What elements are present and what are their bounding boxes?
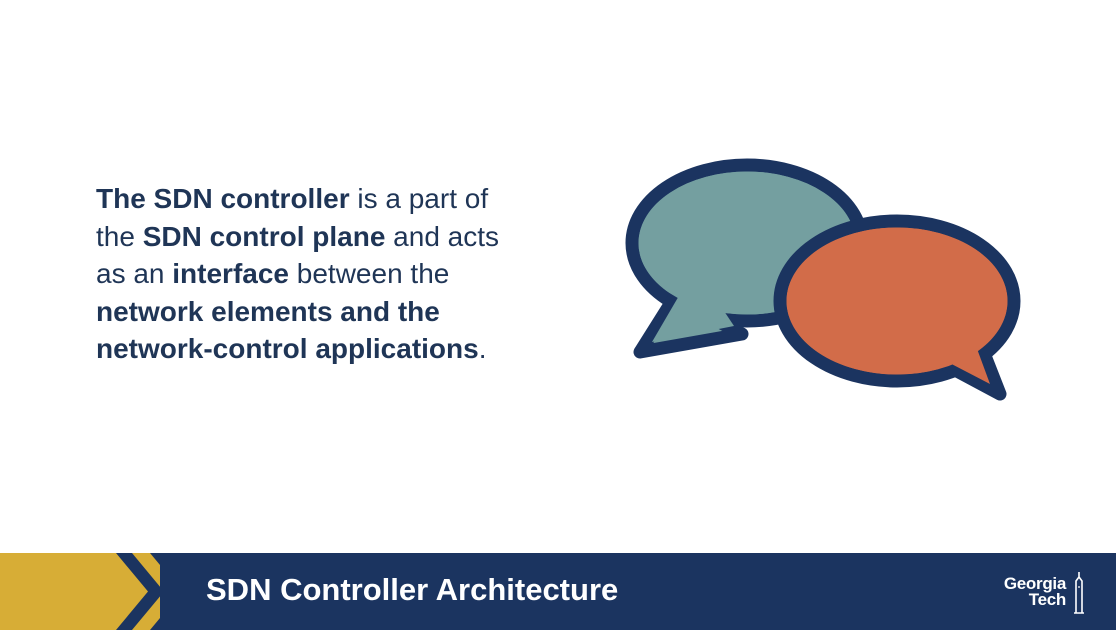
logo-line-1: Georgia	[1003, 574, 1066, 593]
logo-line-2: Tech	[1028, 590, 1067, 609]
text-line-4: network elements and the	[96, 293, 576, 331]
chevron-right-icon	[0, 553, 160, 630]
text-span: and acts	[385, 220, 500, 252]
text-span: as an	[96, 258, 173, 289]
bold-phrase: network-control applications	[96, 333, 479, 364]
slide-title: SDN Controller Architecture	[206, 572, 619, 607]
footer-bar: SDN Controller Architecture Georgia Tech	[0, 553, 1116, 630]
bold-phrase: SDN control plane	[142, 220, 386, 252]
slide-body: The SDN controller is a part of the SDN …	[96, 158, 1021, 401]
text-line-2: the SDN control plane and acts	[96, 218, 576, 256]
bold-phrase: The SDN controller	[96, 183, 350, 214]
bold-phrase: interface	[172, 258, 289, 289]
text-line-1: The SDN controller is a part of	[96, 180, 576, 218]
text-span: the	[96, 220, 143, 252]
text-span: .	[478, 333, 487, 364]
speech-bubbles-icon	[625, 158, 1021, 401]
orange-speech-bubble	[773, 214, 1021, 401]
text-span: between the	[289, 258, 450, 289]
text-span: is a part of	[349, 183, 489, 214]
tower-icon	[1074, 572, 1084, 614]
text-line-5: network-control applications.	[96, 330, 576, 368]
bold-phrase: network elements and the	[96, 295, 440, 327]
text-line-3: as an interface between the	[96, 255, 576, 293]
georgia-tech-logo: Georgia Tech	[988, 571, 1088, 615]
body-text: The SDN controller is a part of the SDN …	[96, 180, 576, 368]
